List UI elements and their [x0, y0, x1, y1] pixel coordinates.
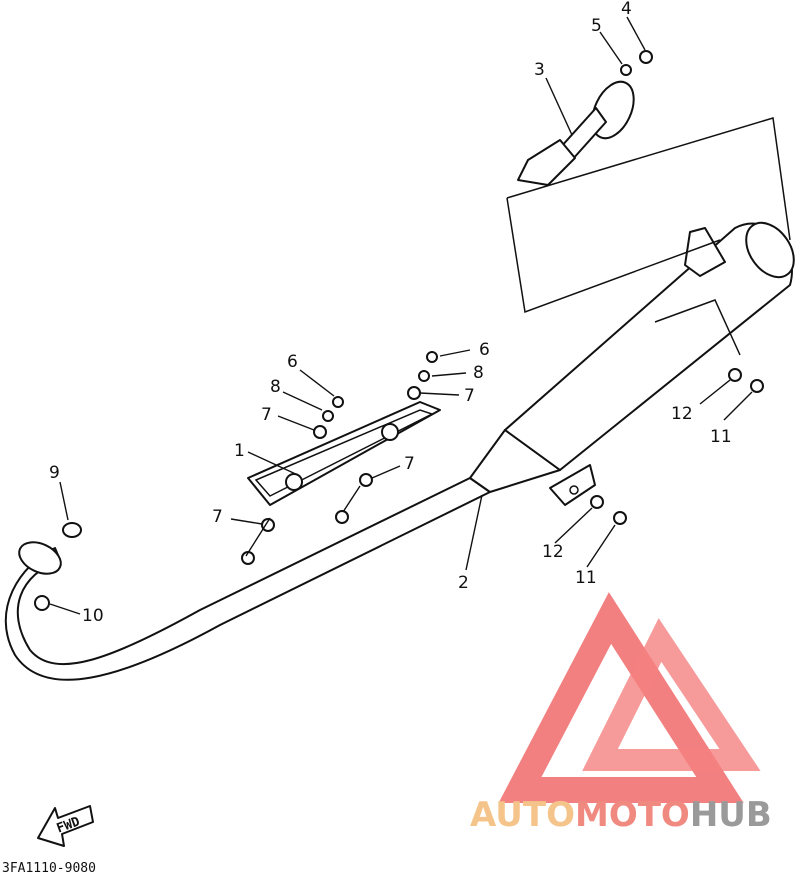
callout-6-right: 6	[479, 340, 490, 360]
callouts: 4 5 3 6 8 7 1 6 8 7 7 7 9 10 2 12 11 12 …	[49, 0, 732, 626]
callout-3: 3	[534, 60, 545, 80]
leader-lines	[49, 16, 753, 615]
callout-7-mid: 7	[404, 454, 415, 474]
spark-arrester-part-3	[517, 80, 635, 186]
callout-9: 9	[49, 463, 60, 483]
guide-line-rear	[654, 299, 741, 356]
collar-7-left	[313, 425, 327, 439]
screw-6-right	[426, 351, 438, 363]
muffler-assembly	[4, 221, 795, 681]
callout-12-lower: 12	[542, 542, 564, 562]
callout-5: 5	[591, 16, 602, 36]
callout-1: 1	[234, 441, 245, 461]
washer-8-left	[322, 410, 334, 422]
muffler-lower-tab	[549, 464, 596, 506]
washer-12-lower	[590, 495, 604, 509]
diagram-code: 3FA1110-9080	[2, 861, 96, 876]
tab-hole	[569, 485, 579, 495]
forward-arrow: FWD	[37, 805, 94, 847]
callout-11-rear: 11	[710, 427, 732, 447]
header-flange	[18, 522, 82, 611]
muffler-can	[504, 222, 793, 471]
gasket-part-9	[62, 522, 82, 538]
callout-4: 4	[621, 0, 632, 19]
exhaust-pipe-body	[4, 477, 491, 681]
callout-7-left: 7	[261, 405, 272, 425]
guide-line-lower	[506, 197, 721, 314]
watermark-triangle-inner	[582, 618, 761, 771]
collar-7-right	[407, 386, 421, 400]
callout-2: 2	[458, 573, 469, 593]
watermark-text-auto: AUTO	[470, 795, 575, 835]
callout-8-right: 8	[473, 363, 484, 383]
muffler-end-cap	[745, 221, 795, 279]
watermark-text: AUTOMOTOHUB	[470, 795, 772, 835]
arrester-cone	[517, 139, 576, 186]
callout-8-left: 8	[270, 377, 281, 397]
flange-plate	[18, 541, 62, 575]
washer-5	[620, 64, 632, 76]
assembly-guide-lines	[506, 117, 791, 356]
muffler-rear-bracket	[684, 227, 726, 277]
washer-12-rear	[728, 368, 742, 382]
watermark-text-hub: HUB	[690, 795, 772, 835]
bolt-4	[639, 50, 653, 64]
screw-6-left	[332, 396, 344, 408]
callout-12-rear: 12	[671, 404, 693, 424]
fwd-arrow-shape	[37, 805, 94, 847]
watermark-triangle-outer	[498, 592, 744, 803]
washer-8-right	[418, 370, 430, 382]
watermark-logo	[498, 592, 761, 803]
watermark-text-moto: MOTO	[575, 795, 690, 835]
callout-10: 10	[82, 606, 104, 626]
callout-11-lower: 11	[575, 568, 597, 588]
bolt-11-lower	[613, 511, 627, 525]
protector-inner-edge	[254, 409, 434, 497]
protector-hole-right	[381, 423, 399, 441]
nut-part-10	[34, 595, 50, 611]
bolt-11-rear	[750, 379, 764, 393]
collar-7-mid	[359, 473, 373, 487]
guide-line-upper	[506, 117, 791, 241]
heat-protector-part-1	[247, 401, 441, 506]
callout-6-left: 6	[287, 352, 298, 372]
callout-7-lower: 7	[212, 507, 223, 527]
mount-boss-mid	[335, 510, 349, 524]
collar-7-lower	[261, 518, 275, 532]
callout-7-right: 7	[464, 386, 475, 406]
